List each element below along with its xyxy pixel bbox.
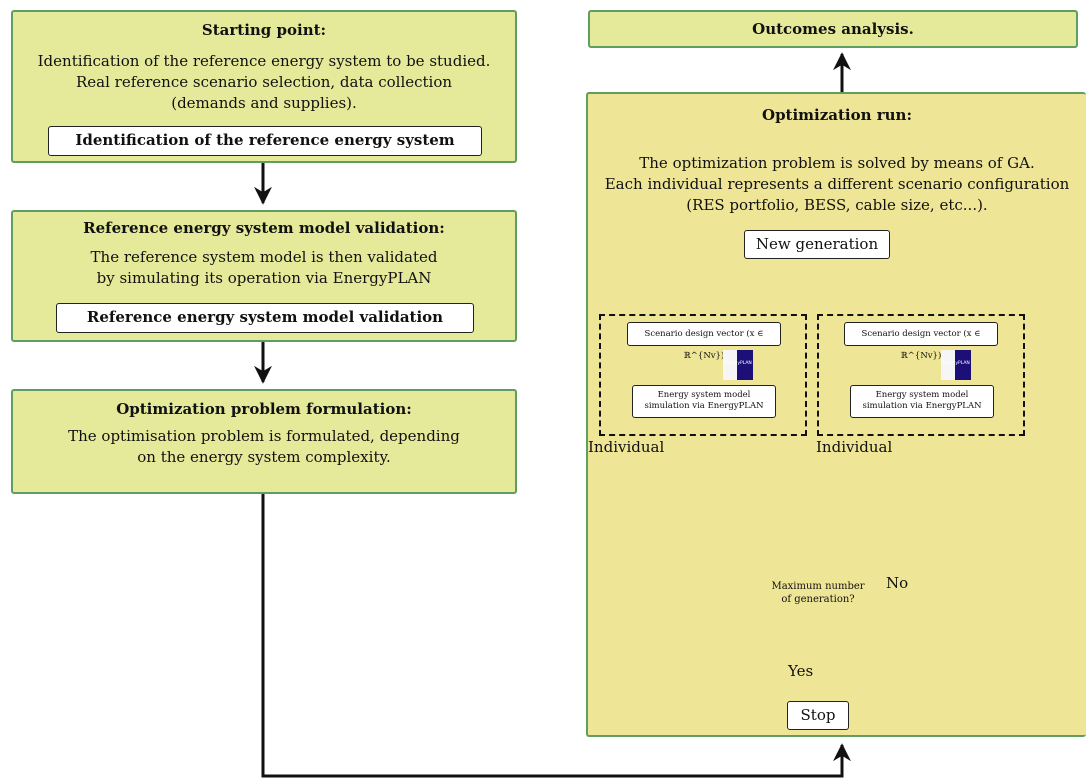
optimization-run-text: The optimization problem is solved by me… (588, 153, 1086, 216)
energyplan-logo-icon: EnergyPLAN (941, 350, 971, 380)
individual-2-simulation-line2: simulation via EnergyPLAN (862, 401, 982, 411)
individual-1-simulation-line2: simulation via EnergyPLAN (644, 401, 764, 411)
formulation-title: Optimization problem formulation: (116, 400, 412, 418)
individual-1-design-vector-text: Scenario design vector (x ∈ ℝ^{Nv}) (644, 329, 764, 361)
individual-2-label: Individual (816, 438, 893, 456)
model-validation-node: Reference energy system model validation (56, 303, 474, 333)
validation-title: Reference energy system model validation… (83, 219, 445, 237)
outcomes-box: Outcomes analysis. (588, 10, 1078, 48)
individual-1-simulation: Energy system model simulation via Energ… (632, 385, 776, 418)
formulation-text: The optimisation problem is formulated, … (13, 426, 515, 468)
validation-line1: The reference system model is then valid… (90, 248, 438, 266)
individual-2-design-vector: Scenario design vector (x ∈ ℝ^{Nv}) (844, 322, 998, 361)
reference-system-identification-node: Identification of the reference energy s… (48, 126, 482, 156)
starting-point-line3: (demands and supplies). (171, 94, 357, 112)
no-label: No (886, 574, 909, 592)
individual-1-simulation-line1: Energy system model (657, 390, 751, 400)
validation-text: The reference system model is then valid… (13, 247, 515, 289)
outcomes-title: Outcomes analysis. (752, 20, 914, 38)
individual-2-group (817, 314, 1025, 436)
individual-2-logo-text: EnergyPLAN (942, 361, 970, 366)
individual-2-simulation: Energy system model simulation via Energ… (850, 385, 994, 418)
validation-line2: by simulating its operation via EnergyPL… (96, 269, 432, 287)
individual-1-group (599, 314, 807, 436)
individual-1-label: Individual (588, 438, 665, 456)
starting-point-box: Starting point: Identification of the re… (11, 10, 517, 163)
individual-1-design-vector: Scenario design vector (x ∈ ℝ^{Nv}) (627, 322, 781, 361)
optimization-run-line1: The optimization problem is solved by me… (639, 154, 1035, 172)
optimization-run-line2: Each individual represents a different s… (604, 175, 1070, 193)
energyplan-logo-icon: EnergyPLAN (723, 350, 753, 380)
formulation-line1: The optimisation problem is formulated, … (68, 427, 460, 445)
decision-line1: Maximum number (771, 581, 865, 592)
validation-box: Reference energy system model validation… (11, 210, 517, 342)
starting-point-line1: Identification of the reference energy s… (37, 52, 491, 70)
optimization-run-line3: (RES portfolio, BESS, cable size, etc...… (686, 196, 988, 214)
arrow-formulation-to-run (261, 494, 851, 778)
decision-text: Maximum number of generation? (763, 580, 873, 606)
decision-line2: of generation? (781, 594, 855, 605)
individual-2-design-vector-text: Scenario design vector (x ∈ ℝ^{Nv}) (861, 329, 981, 361)
starting-point-text: Identification of the reference energy s… (13, 51, 515, 114)
optimization-run-title: Optimization run: (762, 106, 912, 124)
stop-node: Stop (787, 701, 849, 730)
individual-2-simulation-line1: Energy system model (875, 390, 969, 400)
new-generation-node: New generation (744, 230, 890, 259)
formulation-line2: on the energy system complexity. (137, 448, 391, 466)
starting-point-title: Starting point: (201, 21, 327, 39)
individual-1-logo-text: EnergyPLAN (724, 361, 752, 366)
yes-label: Yes (788, 662, 814, 680)
starting-point-line2: Real reference scenario selection, data … (75, 73, 453, 91)
formulation-box: Optimization problem formulation: The op… (11, 389, 517, 494)
